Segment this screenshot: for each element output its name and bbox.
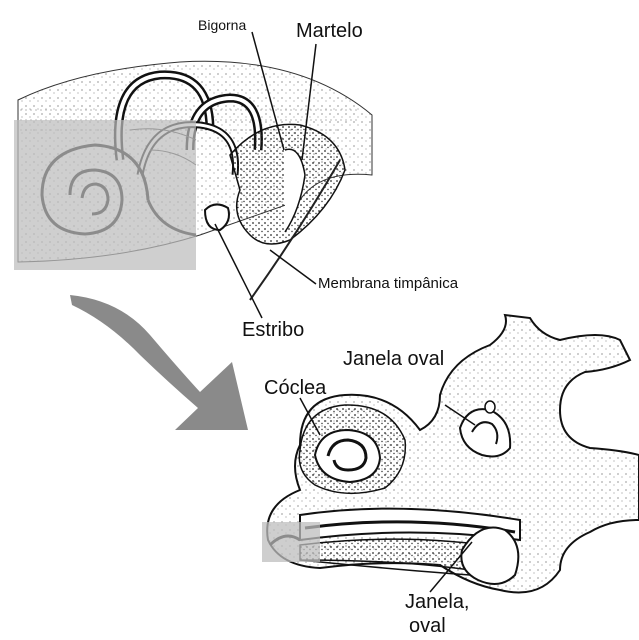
label-janela-bottom-line2: oval	[409, 616, 446, 636]
label-estribo: Estribo	[242, 320, 304, 340]
curved-arrow-icon	[70, 295, 248, 430]
label-janela-bottom-line1: Janela,	[405, 592, 470, 612]
stapes	[205, 204, 229, 230]
leader-membrana	[270, 250, 316, 284]
cochlea-inset-overlay	[262, 522, 320, 562]
label-janela-oval: Janela oval	[343, 349, 444, 369]
label-bigorna: Bigorna	[198, 18, 246, 32]
label-coclea: Cóclea	[264, 378, 326, 398]
cochlea-cross-section	[315, 430, 380, 482]
label-martelo: Martelo	[296, 21, 363, 41]
inner-ear-drawing	[262, 315, 639, 593]
label-membrana-timpanica: Membrana timpânica	[318, 276, 458, 291]
